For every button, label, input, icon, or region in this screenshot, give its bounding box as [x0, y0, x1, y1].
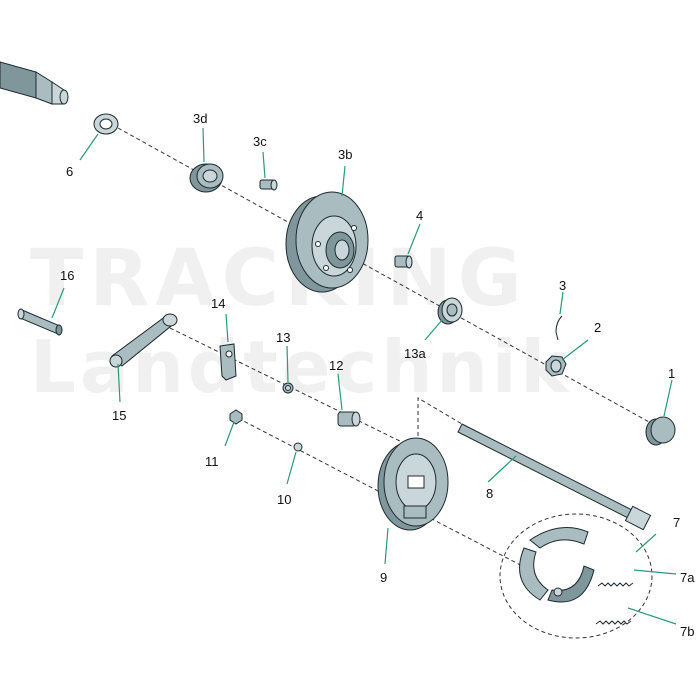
label-1: 1 — [668, 366, 675, 381]
label-15: 15 — [112, 408, 126, 423]
label-12: 12 — [329, 358, 343, 373]
label-7: 7 — [673, 515, 680, 530]
label-13: 13 — [276, 330, 290, 345]
part-8-rod — [457, 423, 652, 531]
part-4-sleeve — [394, 255, 413, 269]
part-7-brake-shoe-group — [499, 513, 653, 639]
label-3b: 3b — [338, 147, 352, 162]
part-13a-ring — [437, 297, 463, 325]
leader-lines — [51, 127, 677, 625]
part-3b-hub-drum — [285, 191, 369, 293]
watermark-line-2: Landtechnik — [30, 325, 572, 409]
label-3: 3 — [559, 278, 566, 293]
part-7a-spring — [597, 582, 634, 587]
label-6: 6 — [66, 164, 73, 179]
part-3c-stud — [259, 179, 278, 191]
part-14-bracket — [219, 343, 237, 381]
label-16: 16 — [60, 268, 74, 283]
part-7b-spring — [595, 620, 632, 625]
label-9: 9 — [380, 570, 387, 585]
part-9-backing-plate — [377, 437, 449, 531]
label-7a: 7a — [680, 570, 695, 585]
part-13-nut — [282, 382, 294, 394]
label-7b: 7b — [680, 624, 694, 639]
label-3d: 3d — [193, 111, 207, 126]
part-12-bushing — [337, 411, 361, 427]
label-14: 14 — [211, 296, 225, 311]
axle-stub — [0, 61, 69, 105]
part-1-hub-cap — [645, 416, 676, 446]
label-11: 11 — [205, 454, 219, 469]
label-2: 2 — [594, 320, 601, 335]
part-3-cotter-pin — [555, 315, 563, 341]
label-3c: 3c — [253, 134, 267, 149]
part-3d-bearing — [189, 163, 224, 193]
label-10: 10 — [277, 492, 291, 507]
part-16-pin — [17, 308, 63, 336]
label-13a: 13a — [404, 346, 426, 361]
part-15-lever — [109, 313, 178, 368]
part-10-washer — [293, 442, 303, 452]
part-11-nut — [229, 409, 243, 425]
part-6-washer — [93, 113, 119, 135]
part-labels: 6 3d 3c 3b 4 3 2 1 13a 16 14 13 12 15 11… — [60, 111, 695, 639]
label-4: 4 — [416, 208, 423, 223]
assembly-axes — [117, 127, 661, 571]
label-8: 8 — [486, 486, 493, 501]
part-2-castle-nut — [545, 355, 567, 377]
